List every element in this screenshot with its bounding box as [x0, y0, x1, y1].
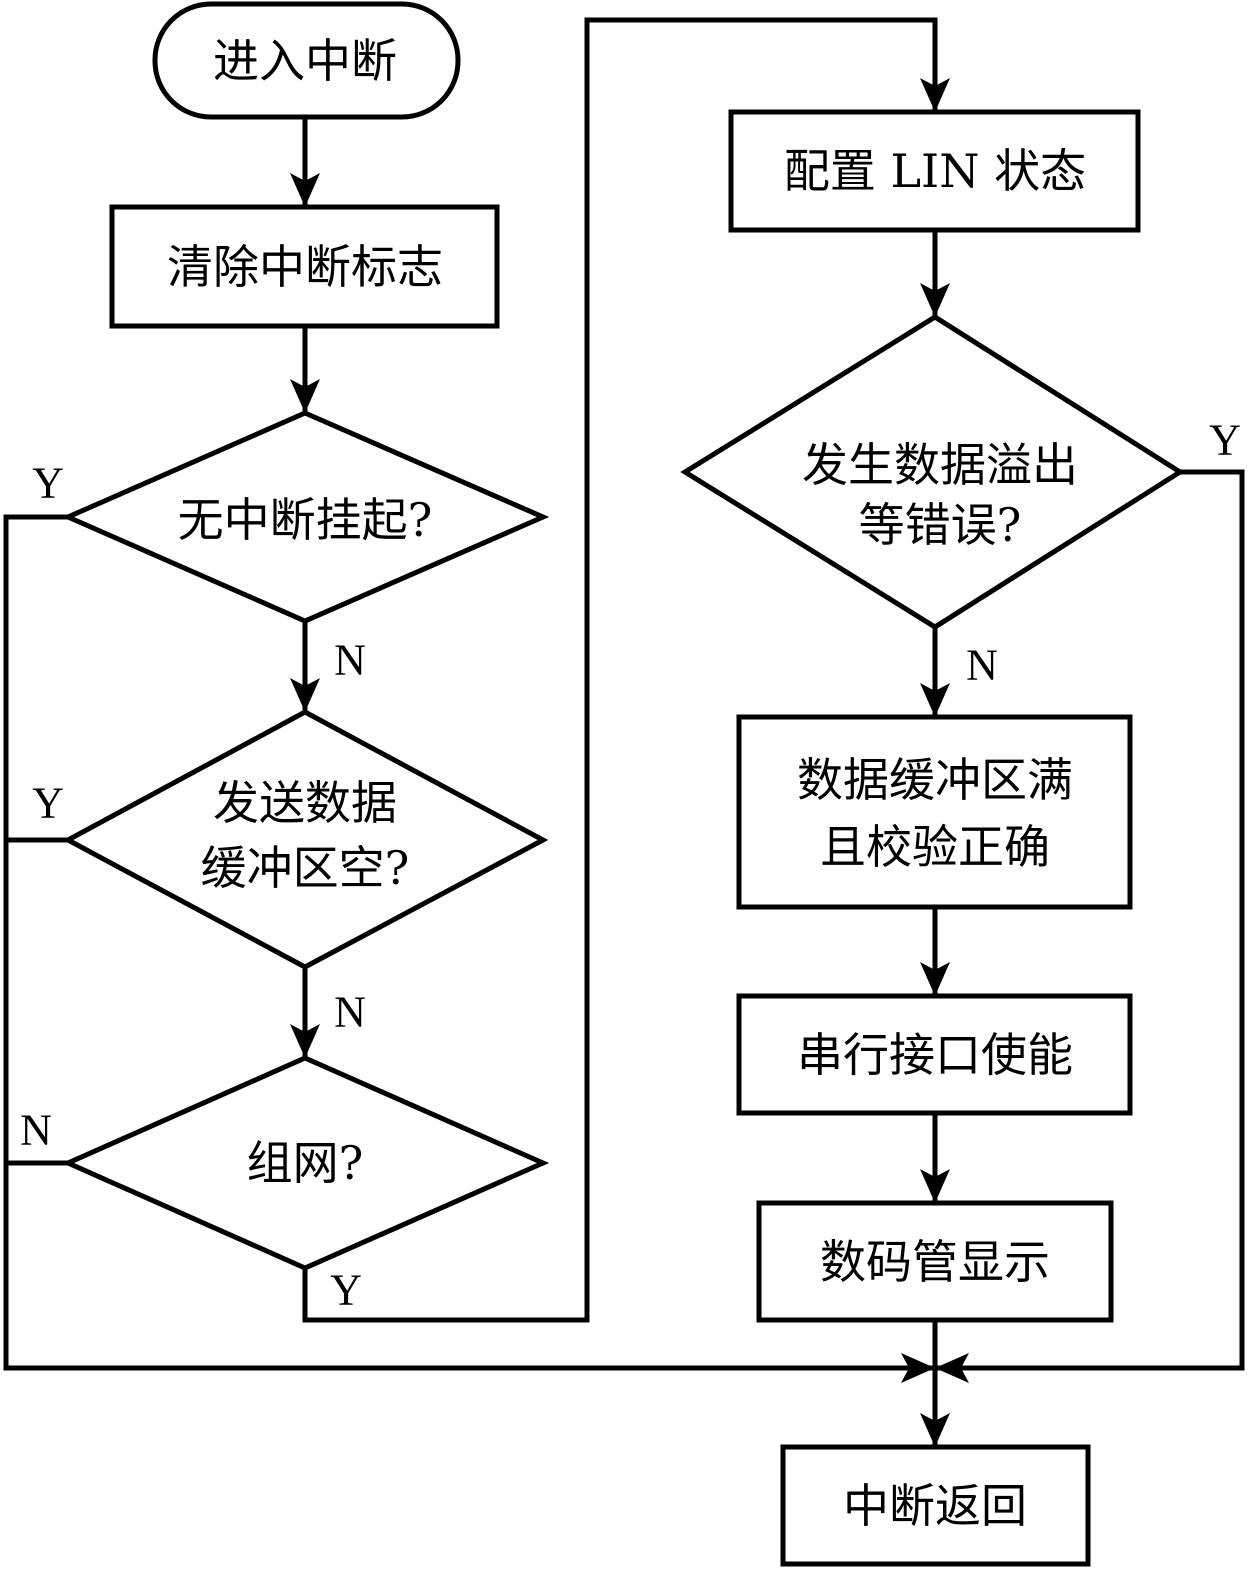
overflow-label-1: 发生数据溢出: [802, 438, 1078, 492]
start-terminal: 进入中断: [152, 1, 461, 120]
no-pending-label: 无中断挂起?: [178, 493, 433, 547]
buffer-full-box: 数据缓冲区满 且校验正确: [736, 714, 1133, 910]
tx-empty-no-label: N: [334, 988, 366, 1037]
tx-empty-label-2: 缓冲区空?: [201, 841, 410, 895]
networking-yes-label: Y: [330, 1266, 362, 1315]
display-box: 数码管显示: [756, 1200, 1114, 1323]
display-label: 数码管显示: [820, 1235, 1050, 1289]
no-pending-decision: 无中断挂起?: [61, 410, 550, 624]
tx-empty-yes-label: Y: [32, 779, 64, 828]
networking-decision: 组网?: [61, 1055, 550, 1271]
connectors: [3, 17, 1245, 1447]
overflow-label-2: 等错误?: [859, 498, 1022, 552]
networking-no-label: N: [20, 1106, 52, 1155]
no-pending-yes-label: Y: [32, 459, 64, 508]
tx-empty-label-1: 发送数据: [213, 776, 397, 830]
no-pending-no-label: N: [334, 636, 366, 685]
overflow-yes-label: Y: [1209, 416, 1241, 465]
start-label: 进入中断: [213, 34, 397, 88]
clear-flag-box: 清除中断标志: [109, 204, 500, 329]
clear-flag-label: 清除中断标志: [167, 240, 443, 294]
config-lin-label: 配置 LIN 状态: [784, 144, 1086, 198]
tx-empty-decision: 发送数据 缓冲区空?: [62, 709, 549, 970]
overflow-no-label: N: [966, 641, 998, 690]
return-label: 中断返回: [843, 1479, 1027, 1533]
buffer-full-label-1: 数据缓冲区满: [797, 753, 1073, 807]
serial-enable-label: 串行接口使能: [797, 1028, 1073, 1082]
overflow-decision: 发生数据溢出 等错误?: [680, 314, 1185, 630]
return-box: 中断返回: [780, 1444, 1091, 1567]
networking-label: 组网?: [247, 1136, 364, 1190]
config-lin-box: 配置 LIN 状态: [728, 109, 1141, 233]
buffer-full-label-2: 且校验正确: [820, 820, 1050, 874]
serial-enable-box: 串行接口使能: [736, 993, 1133, 1116]
